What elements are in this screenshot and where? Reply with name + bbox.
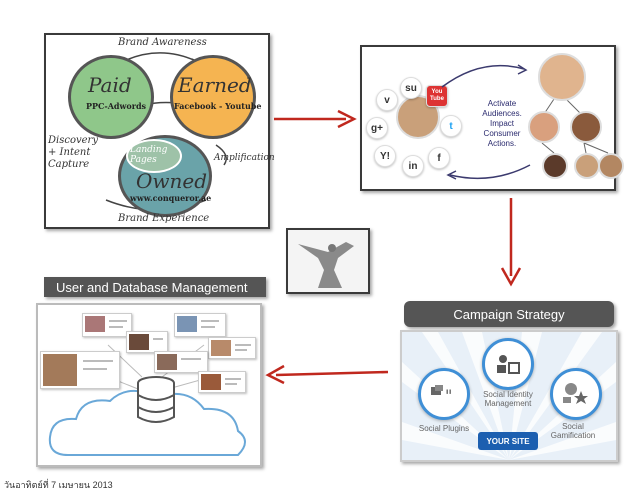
campaign-title: Campaign Strategy [453,306,565,322]
social-plugins-bubble[interactable]: " [418,368,470,420]
social-plugins-label: Social Plugins [418,424,470,433]
user-card [82,313,132,337]
audience-avatar-small-2 [574,153,600,179]
vimeo-icon[interactable]: v [376,89,398,111]
earned-title: Earned [178,73,252,97]
campaign-panel: Social Identity Management " Social Plug… [400,330,618,462]
social-identity-label: Social Identity Management [483,390,533,408]
audiences-line: Audiences. [482,109,522,118]
audience-avatar-top [538,53,586,101]
your-site-label: YOUR SITE [486,436,530,446]
linkedin-icon[interactable]: in [402,155,424,177]
google-plus-icon[interactable]: g+ [366,117,388,139]
amplification-label: Amplification [214,153,275,163]
statue-image [286,228,370,294]
arrow-right [274,109,357,129]
user-db-title: User and Database Management [56,279,248,295]
earned-subtitle: Facebook - Youtube [174,101,262,111]
facebook-icon[interactable]: f [428,147,450,169]
arrow-down [500,198,522,287]
owned-subtitle: www.conqueror.ae [130,193,212,203]
gamification-icon [563,383,588,404]
plugins-icon: " [431,385,452,405]
yahoo-icon[interactable]: Y! [374,145,396,167]
audience-text: Activate Audiences. Impact Consumer Acti… [474,99,530,149]
brand-media-panel: Brand Awareness Paid PPC-Adwords Earned … [44,33,275,229]
user-card [40,351,120,389]
arrow-left [265,364,389,385]
audience-avatar-small-1 [542,153,568,179]
brand-experience-label: Brand Experience [118,213,210,224]
activate-line: Activate [487,99,517,108]
user-db-header: User and Database Management [44,277,266,297]
paid-title: Paid [88,73,132,97]
user-db-panel [36,303,262,467]
actions-line: Actions. [487,139,517,148]
audience-avatar-mid-left [528,111,560,143]
youtube-icon[interactable]: You Tube [426,85,448,107]
user-card [126,331,168,353]
impact-line: Impact [489,119,514,128]
audience-panel: v su You Tube g+ t Y! in f Activate Audi… [360,45,624,191]
footer-date: วันอาทิตย์ที่ 7 เมษายน 2013 [4,480,113,490]
social-identity-bubble[interactable] [482,338,534,390]
user-card [154,351,208,373]
user-card [198,371,246,393]
paid-circle [68,55,154,139]
earned-circle [170,55,256,139]
user-card [208,337,256,359]
audience-avatar-mid-right [570,111,602,143]
identity-icon [497,355,520,374]
stumbleupon-icon[interactable]: su [400,77,422,99]
landing-pages-label: Landing Pages [130,145,168,165]
user-card [174,313,226,337]
brand-awareness-label: Brand Awareness [118,37,207,48]
statue-figure [288,230,368,292]
campaign-header: Campaign Strategy [404,301,614,327]
paid-subtitle: PPC-Adwords [86,101,147,111]
twitter-icon[interactable]: t [440,115,462,137]
consumer-line: Consumer [483,129,521,138]
social-gamification-label: Social Gamification [550,422,596,440]
discovery-intent-label: Discovery + Intent Capture [48,135,98,170]
owned-title: Owned [136,169,208,193]
your-site-button[interactable]: YOUR SITE [478,432,538,450]
social-gamification-bubble[interactable] [550,368,602,420]
landing-pages-blob [126,139,182,173]
audience-avatar-small-3 [598,153,624,179]
database-icon [136,375,176,425]
svg-text:": " [445,386,452,405]
